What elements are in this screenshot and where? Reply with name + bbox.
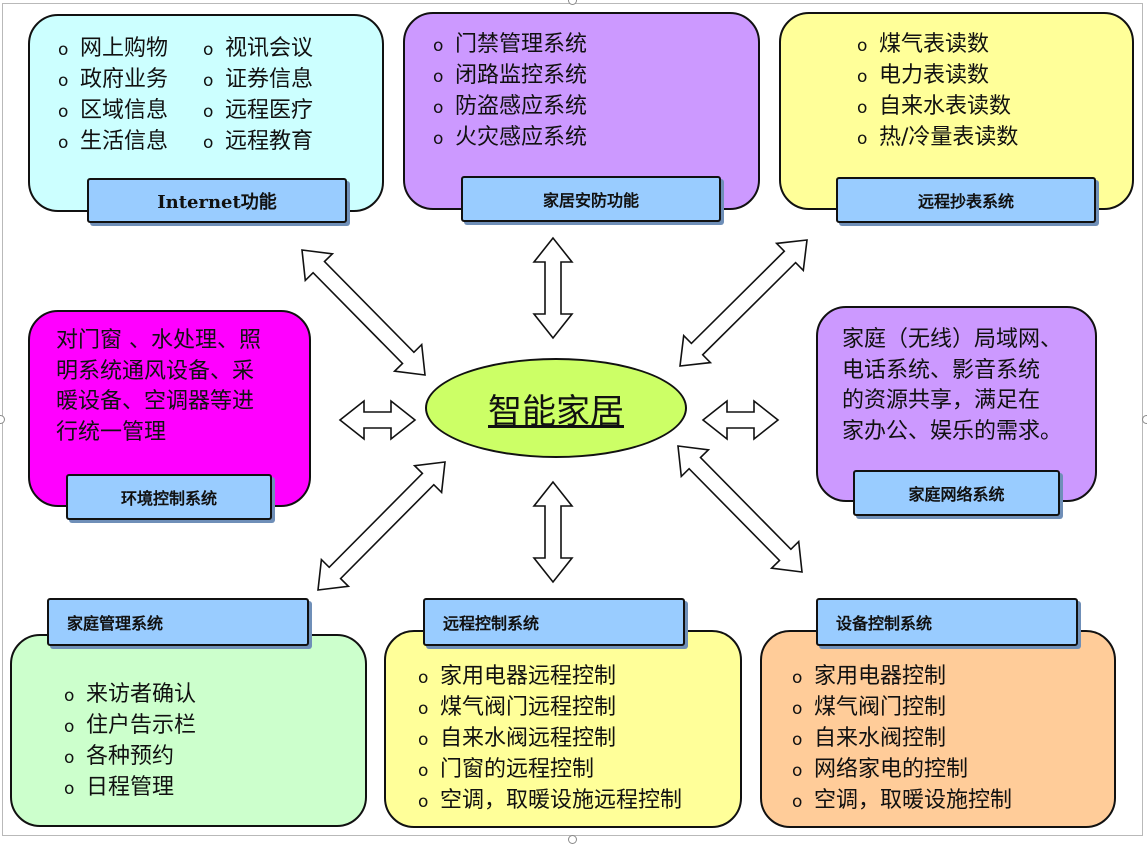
- arrow-device-ctrl: [677, 445, 803, 573]
- remote-ctrl-item: 煤气阀门远程控制: [418, 693, 682, 724]
- device-ctrl-item: 网络家电的控制: [792, 755, 1012, 786]
- remote-ctrl-item: 自来水阀远程控制: [418, 724, 682, 755]
- resize-handle-right[interactable]: [1142, 415, 1147, 424]
- meter-item: 电力表读数: [857, 61, 1018, 92]
- internet-item: 网上购物: [58, 34, 203, 65]
- meter-items: 煤气表读数电力表读数自来水表读数热/冷量表读数: [857, 30, 1018, 154]
- home-mgmt-box: 来访者确认住户告示栏各种预约日程管理: [10, 634, 367, 827]
- home-mgmt-label: 家庭管理系统: [47, 598, 309, 646]
- arrow-remote-ctrl: [532, 480, 574, 584]
- environment-label: 环境控制系统: [66, 474, 272, 520]
- meter-item: 热/冷量表读数: [857, 123, 1018, 154]
- resize-handle-top[interactable]: [568, 0, 577, 5]
- network-label: 家庭网络系统: [853, 470, 1060, 516]
- device-ctrl-item: 空调，取暖设施控制: [792, 786, 1012, 817]
- security-item: 闭路监控系统: [433, 61, 587, 92]
- arrow-environment: [338, 399, 417, 441]
- device-ctrl-item: 家用电器控制: [792, 662, 1012, 693]
- remote-ctrl-item: 家用电器远程控制: [418, 662, 682, 693]
- environment-text-line: 暖设备、空调器等进: [56, 389, 255, 414]
- arrow-security: [532, 236, 574, 340]
- remote-ctrl-item: 空调，取暖设施远程控制: [418, 786, 682, 817]
- device-ctrl-box: 家用电器控制煤气阀门控制自来水阀控制网络家电的控制空调，取暖设施控制: [760, 630, 1116, 828]
- security-item: 门禁管理系统: [433, 30, 587, 61]
- arrow-meter: [679, 239, 808, 367]
- network-text-line: 的资源共享，满足在: [842, 388, 1041, 413]
- network-text: 家庭（无线）局域网、电话系统、影音系统的资源共享，满足在家办公、娱乐的需求。: [842, 325, 1062, 447]
- internet-item: 区域信息: [58, 96, 203, 127]
- meter-label: 远程抄表系统: [836, 177, 1096, 223]
- network-box: 家庭（无线）局域网、电话系统、影音系统的资源共享，满足在家办公、娱乐的需求。: [816, 306, 1097, 502]
- home-mgmt-item: 日程管理: [64, 773, 196, 804]
- internet-item: 视讯会议: [203, 34, 348, 65]
- device-ctrl-items: 家用电器控制煤气阀门控制自来水阀控制网络家电的控制空调，取暖设施控制: [792, 662, 1012, 817]
- home-mgmt-item: 各种预约: [64, 742, 196, 773]
- environment-text-line: 对门窗 、水处理、照: [56, 328, 261, 353]
- resize-handle-left[interactable]: [0, 415, 5, 424]
- security-item: 防盗感应系统: [433, 92, 587, 123]
- security-items: 门禁管理系统闭路监控系统防盗感应系统火灾感应系统: [433, 30, 587, 154]
- internet-label: Internet功能: [87, 178, 347, 223]
- home-mgmt-item: 住户告示栏: [64, 711, 196, 742]
- device-ctrl-label: 设备控制系统: [816, 598, 1078, 646]
- smart-home-center: 智能家居: [425, 358, 687, 458]
- arrow-internet: [301, 249, 426, 376]
- meter-item: 煤气表读数: [857, 30, 1018, 61]
- remote-ctrl-box: 家用电器远程控制煤气阀门远程控制自来水阀远程控制门窗的远程控制空调，取暖设施远程…: [384, 630, 742, 828]
- internet-item: 证券信息: [203, 65, 348, 96]
- device-ctrl-item: 自来水阀控制: [792, 724, 1012, 755]
- internet-item: 远程医疗: [203, 96, 348, 127]
- security-item: 火灾感应系统: [433, 123, 587, 154]
- device-ctrl-item: 煤气阀门控制: [792, 693, 1012, 724]
- security-label: 家居安防功能: [461, 176, 721, 222]
- home-mgmt-items: 来访者确认住户告示栏各种预约日程管理: [64, 680, 196, 804]
- arrow-network: [701, 399, 780, 441]
- internet-item: 生活信息: [58, 127, 203, 158]
- home-mgmt-item: 来访者确认: [64, 680, 196, 711]
- environment-text-line: 行统一管理: [56, 419, 167, 445]
- internet-items: 网上购物视讯会议政府业务证券信息区域信息远程医疗生活信息远程教育: [58, 34, 348, 158]
- remote-ctrl-item: 门窗的远程控制: [418, 755, 682, 786]
- network-text-line: 电话系统、影音系统: [842, 357, 1041, 383]
- internet-item: 远程教育: [203, 127, 348, 158]
- meter-item: 自来水表读数: [857, 92, 1018, 123]
- arrow-home-mgmt: [317, 461, 446, 591]
- network-text-line: 家庭（无线）局域网、: [842, 327, 1063, 352]
- internet-item: 政府业务: [58, 65, 203, 96]
- remote-ctrl-label: 远程控制系统: [423, 598, 685, 646]
- remote-ctrl-items: 家用电器远程控制煤气阀门远程控制自来水阀远程控制门窗的远程控制空调，取暖设施远程…: [418, 662, 682, 817]
- environment-text-line: 明系统通风设备、采: [56, 358, 255, 384]
- network-text-line: 家办公、娱乐的需求。: [842, 418, 1063, 444]
- environment-text: 对门窗 、水处理、照明系统通风设备、采暖设备、空调器等进行统一管理: [56, 326, 261, 448]
- center-title: 智能家居: [488, 391, 624, 432]
